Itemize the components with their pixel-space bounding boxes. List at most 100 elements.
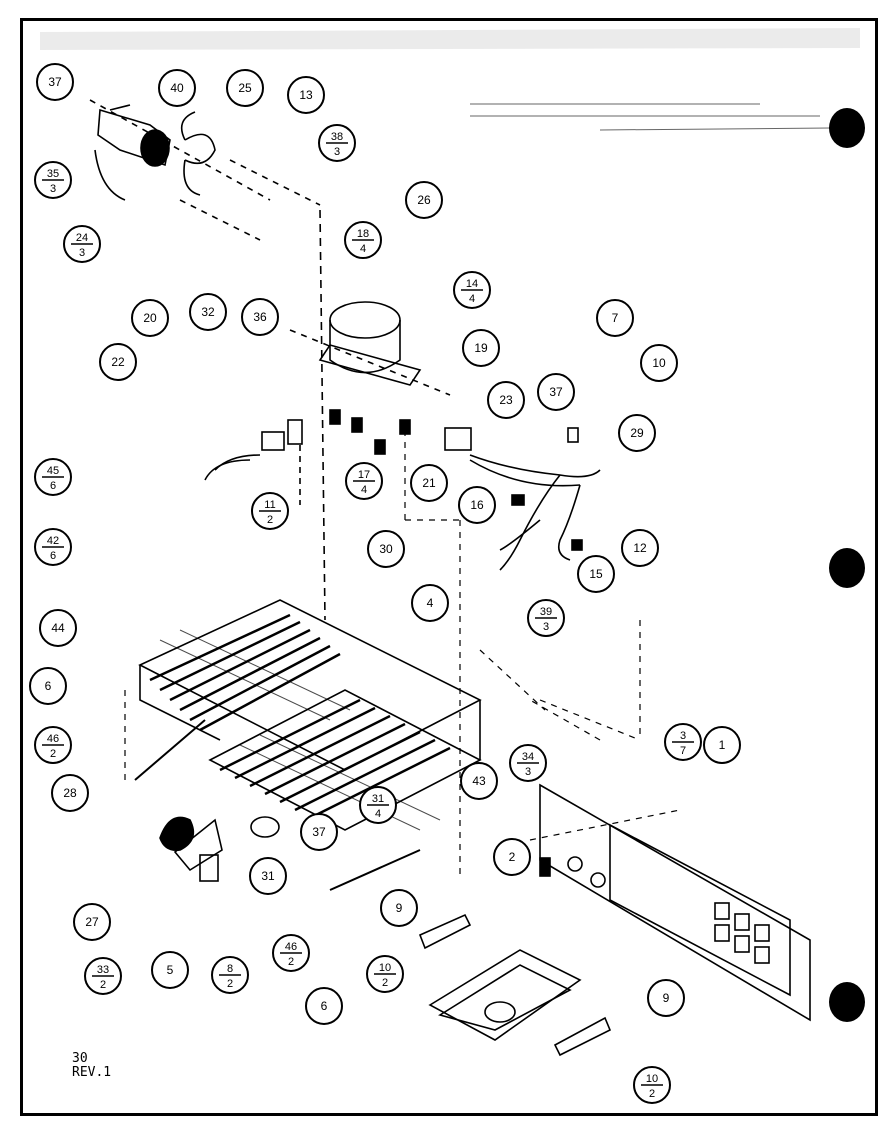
callout-circle: [287, 76, 325, 114]
callout-part-number: 39: [540, 606, 552, 618]
wiring-harness: [444, 427, 601, 571]
callout-part-number: 22: [111, 355, 125, 369]
callout-circle: [411, 584, 449, 622]
callout-part-number: 10: [652, 356, 666, 370]
callout-quantity: 2: [267, 514, 273, 526]
callout-quantity: 2: [382, 977, 388, 989]
callout-c6: 353: [34, 161, 72, 199]
callout-part-number: 1: [719, 738, 726, 752]
callout-part-number: 42: [47, 535, 59, 547]
callout-c48: 9: [380, 889, 418, 927]
callout-circle: [577, 555, 615, 593]
callout-quantity: 2: [227, 978, 233, 990]
callout-c43: 2: [493, 838, 531, 876]
callout-part-number: 12: [633, 541, 647, 555]
callout-quantity: 4: [469, 293, 475, 305]
callout-part-number: 10: [379, 962, 391, 974]
callout-c1: 37: [36, 63, 74, 101]
callout-c41: 37: [300, 813, 338, 851]
page-footer: 30 REV.1: [72, 1052, 111, 1080]
callout-c12: 32: [189, 293, 227, 331]
callout-quantity: 6: [50, 550, 56, 562]
callout-c9: 184: [344, 221, 382, 259]
callout-c27: 30: [367, 530, 405, 568]
callout-circle: [596, 299, 634, 337]
callout-part-number: 31: [261, 869, 275, 883]
callout-c17: 10: [640, 344, 678, 382]
callout-circle: [73, 903, 111, 941]
callout-c16: 7: [596, 299, 634, 337]
callout-circle: [249, 857, 287, 895]
callout-c21: 174: [345, 462, 383, 500]
callout-c22: 21: [410, 464, 448, 502]
callout-quantity: 3: [79, 247, 85, 259]
control-panel: [539, 783, 811, 1022]
callout-part-number: 4: [427, 596, 434, 610]
callout-part-number: 17: [358, 469, 370, 481]
callout-part-number: 7: [612, 311, 619, 325]
callout-c40: 28: [51, 774, 89, 812]
callout-circle: [367, 530, 405, 568]
callout-part-number: 40: [170, 81, 184, 95]
callout-c38: 43: [460, 762, 498, 800]
callout-quantity: 3: [50, 183, 56, 195]
callout-part-number: 34: [522, 751, 534, 763]
callout-c49: 462: [272, 934, 310, 972]
callout-c13: 36: [241, 298, 279, 336]
callout-part-number: 28: [63, 786, 77, 800]
callout-c34: 462: [34, 726, 72, 764]
callout-part-number: 8: [227, 963, 233, 975]
callout-circle: [537, 373, 575, 411]
callout-circle: [618, 414, 656, 452]
callout-circle: [29, 667, 67, 705]
callout-part-number: 43: [472, 774, 486, 788]
callout-c47: 82: [211, 956, 249, 994]
punch-hole: [829, 548, 865, 588]
callout-part-number: 26: [417, 193, 431, 207]
callout-c23: 16: [458, 486, 496, 524]
callout-circle: [458, 486, 496, 524]
callout-c32: 44: [39, 609, 77, 647]
callout-c25: 112: [251, 492, 289, 530]
callout-c26: 426: [34, 528, 72, 566]
callout-c10: 144: [453, 271, 491, 309]
callout-part-number: 32: [201, 305, 215, 319]
callout-c50: 102: [366, 955, 404, 993]
callout-c46: 5: [151, 951, 189, 989]
callout-circle: [640, 344, 678, 382]
callout-c45: 332: [84, 957, 122, 995]
callout-part-number: 3: [680, 730, 686, 742]
callout-part-number: 24: [76, 232, 88, 244]
callout-part-number: 18: [357, 228, 369, 240]
callout-c18: 37: [537, 373, 575, 411]
callout-part-number: 25: [238, 81, 252, 95]
callout-c31: 393: [527, 599, 565, 637]
callout-c36: 37: [664, 723, 702, 761]
callout-quantity: 7: [680, 745, 686, 757]
callout-c8: 26: [405, 181, 443, 219]
callout-part-number: 21: [422, 476, 436, 490]
callout-part-number: 46: [285, 941, 297, 953]
callout-part-number: 19: [474, 341, 488, 355]
callout-part-number: 38: [331, 131, 343, 143]
callout-circle: [36, 63, 74, 101]
callout-circle: [647, 979, 685, 1017]
callout-part-number: 6: [321, 999, 328, 1013]
punch-hole: [829, 982, 865, 1022]
page-number: 30: [72, 1051, 88, 1066]
callout-part-number: 10: [646, 1073, 658, 1085]
callout-part-number: 37: [549, 385, 563, 399]
drain-pan: [428, 949, 582, 1041]
callout-c11: 20: [131, 299, 169, 337]
callout-part-number: 30: [379, 542, 393, 556]
callout-circle: [410, 464, 448, 502]
callout-part-number: 27: [85, 915, 99, 929]
callout-c37: 1: [703, 726, 741, 764]
evaporator-coils: [138, 599, 482, 831]
timer-bracket: [159, 816, 280, 882]
callout-part-number: 37: [312, 825, 326, 839]
callout-part-number: 46: [47, 733, 59, 745]
callout-c19: 23: [487, 381, 525, 419]
